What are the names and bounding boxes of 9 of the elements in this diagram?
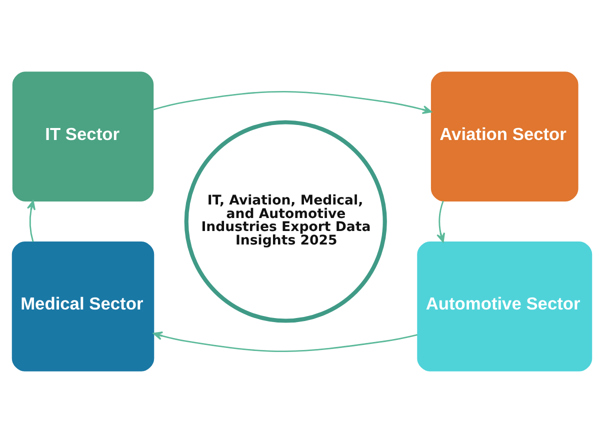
arrow bbox=[26, 200, 36, 242]
node-box: IT Sector bbox=[12, 71, 154, 202]
arrow bbox=[436, 200, 446, 242]
node-box: Medical Sector bbox=[12, 240, 154, 371]
arrow bbox=[153, 330, 418, 352]
node-box: Automotive Sector bbox=[417, 240, 592, 371]
node-circle: IT, Aviation, Medical, and Automotive Industries Export Data Insights 2025 bbox=[184, 120, 387, 322]
arrow bbox=[152, 90, 432, 114]
node-box: Aviation Sector bbox=[430, 71, 578, 202]
